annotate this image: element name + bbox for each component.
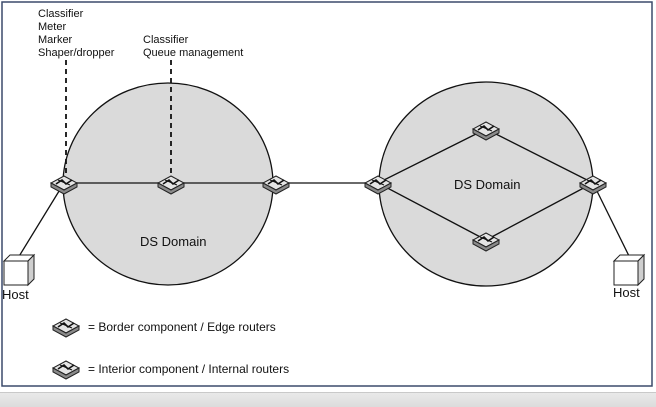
- link-diamond-top-left: [377, 128, 487, 184]
- link-host-right: [592, 182, 631, 259]
- legend-border-router-icon: [52, 318, 80, 338]
- link-diamond-bottom-left: [377, 182, 487, 241]
- ds-domain-left-label: DS Domain: [140, 234, 207, 249]
- link-diamond-bottom-right: [485, 182, 594, 241]
- border-label-classifier: Classifier: [38, 8, 84, 20]
- host-left-icon: [3, 254, 35, 286]
- border-label-meter: Meter: [38, 21, 67, 33]
- host-right-icon: [613, 254, 645, 286]
- link-diamond-top-right: [485, 128, 594, 184]
- bottom-bar: [0, 392, 656, 407]
- host-right-label: Host: [613, 285, 640, 300]
- border-label-shaper: Shaper/dropper: [38, 47, 115, 59]
- legend-interior-text: = Interior component / Internal routers: [88, 362, 290, 376]
- ds-domain-right-label: DS Domain: [454, 177, 521, 192]
- interior-label-classifier: Classifier: [143, 34, 189, 46]
- border-label-marker: Marker: [38, 34, 73, 46]
- legend-border-text: = Border component / Edge routers: [88, 320, 276, 334]
- host-left-label: Host: [2, 287, 29, 302]
- diagram-frame: [1, 1, 653, 387]
- interior-label-queue: Queue management: [143, 47, 244, 59]
- link-host-left: [17, 182, 65, 259]
- legend-interior-router-icon: [52, 360, 80, 380]
